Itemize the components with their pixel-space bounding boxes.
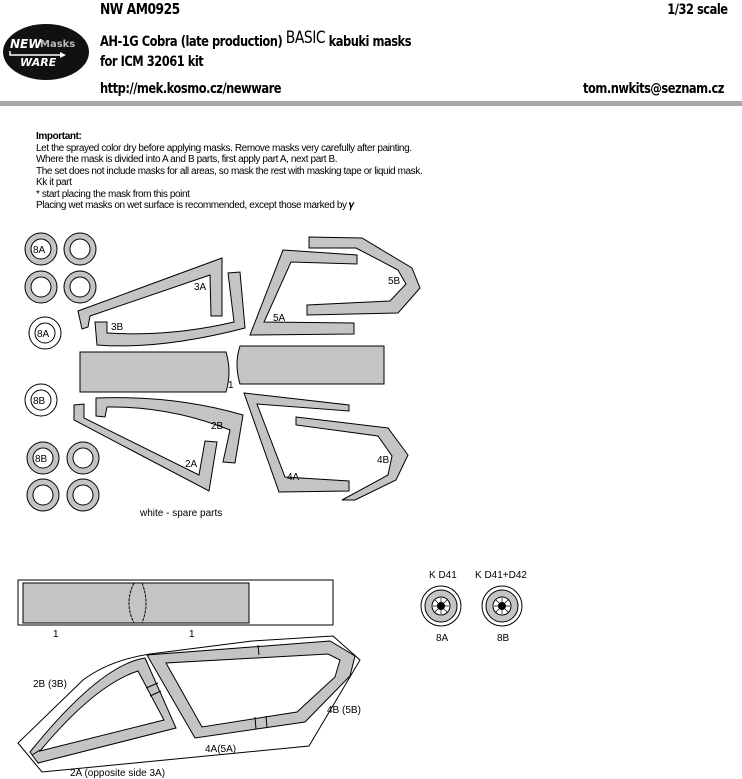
label-8b: 8B: [35, 454, 48, 465]
label-4b: 4B: [377, 455, 390, 466]
label-2b: 2B: [211, 421, 224, 432]
scale-label: 1/32 scale: [667, 2, 729, 18]
mask-1-right: [236, 345, 385, 385]
canopy-label-2b: 2B (3B): [33, 679, 67, 690]
title-basic: BASIC: [285, 28, 326, 48]
ring-spare-4: [66, 441, 100, 475]
mask-2b: [95, 397, 244, 464]
canopy-label-2a: 2A (opposite side 3A): [70, 768, 165, 779]
label-4a: 4A: [287, 472, 300, 483]
placement-strip-mask: [22, 582, 250, 624]
ring-spare-5: [26, 478, 60, 512]
mask-4b: [295, 416, 409, 501]
ring-8b-1: [26, 441, 60, 475]
canopy-front-inner: [165, 653, 341, 728]
canopy-label-4a: 4A(5A): [205, 744, 236, 755]
title-main: AH-1G Cobra (late production): [100, 34, 283, 50]
label-8b-white: 8B: [33, 396, 46, 407]
mask-1-left: [79, 351, 230, 393]
wheel-a-code: K D41: [429, 570, 457, 581]
strip-label-right: 1: [189, 629, 195, 640]
label-5b: 5B: [388, 276, 401, 287]
wheel-b-part: 8B: [497, 633, 510, 644]
wheel-a-part: 8A: [436, 633, 449, 644]
product-code: NW AM0925: [100, 0, 180, 18]
strip-label-left: 1: [53, 629, 59, 640]
strip-joint: [128, 582, 147, 624]
note-line: The set does not include masks for all a…: [36, 165, 423, 177]
canopy-label-4b: 4B (5B): [327, 705, 361, 716]
note-line: Placing wet masks on wet surface is reco…: [36, 200, 347, 211]
label-2a: 2A: [185, 459, 198, 470]
mask-3a: [77, 257, 223, 330]
canopy-rear-inner: [38, 670, 165, 752]
mask-2a: [73, 403, 218, 492]
mask-5b: [306, 236, 421, 316]
kit-label: for ICM 32061 kit: [100, 54, 204, 70]
logo-new: NEW: [10, 37, 42, 51]
label-1: 1: [228, 380, 234, 391]
label-8a-white: 8A: [37, 329, 50, 340]
wheel-8b: [481, 585, 523, 627]
mask-3b: [94, 271, 246, 347]
ring-spare-2: [24, 270, 58, 304]
ring-8a-white: [28, 316, 62, 350]
note-line: Where the mask is divided into A and B p…: [36, 154, 338, 165]
title-tail: kabuki masks: [328, 34, 412, 50]
note-line: * start placing the mask from this point: [36, 188, 190, 200]
instructions: Important: Let the sprayed color dry bef…: [36, 131, 423, 212]
wheel-b-code: K D41+D42: [475, 570, 527, 581]
note-line-wet: Placing wet masks on wet surface is reco…: [36, 200, 422, 212]
note-line: Kk it part: [36, 177, 72, 188]
ring-8b-white: [24, 383, 58, 417]
label-5a: 5A: [273, 313, 286, 324]
canopy-joints: [31, 644, 268, 756]
website-link[interactable]: http://mek.kosmo.cz/newware: [100, 81, 282, 97]
label-3b: 3B: [111, 322, 124, 333]
mask-4a: [243, 392, 350, 493]
label-8a: 8A: [33, 245, 46, 256]
ring-spare-1: [63, 232, 97, 266]
logo-masks: Masks: [40, 39, 75, 50]
newware-logo: NEW Masks WARE: [0, 22, 92, 87]
ring-spare-3: [63, 270, 97, 304]
header-divider: [0, 101, 742, 106]
no-water-icon: 𝛾: [349, 200, 354, 211]
email-link[interactable]: tom.nwkits@seznam.cz: [582, 81, 725, 97]
product-title: AH-1G Cobra (late production) BASIC kabu…: [100, 28, 412, 51]
wheel-8a: [420, 585, 462, 627]
note-line: Let the sprayed color dry before applyin…: [36, 142, 412, 154]
spare-parts-note: white - spare parts: [139, 508, 222, 519]
logo-ware: WARE: [20, 56, 57, 69]
mask-5a: [249, 249, 358, 336]
ring-spare-6: [66, 478, 100, 512]
label-3a: 3A: [194, 282, 207, 293]
ring-8a-1: [24, 232, 58, 266]
notes-heading: Important:: [36, 131, 82, 142]
